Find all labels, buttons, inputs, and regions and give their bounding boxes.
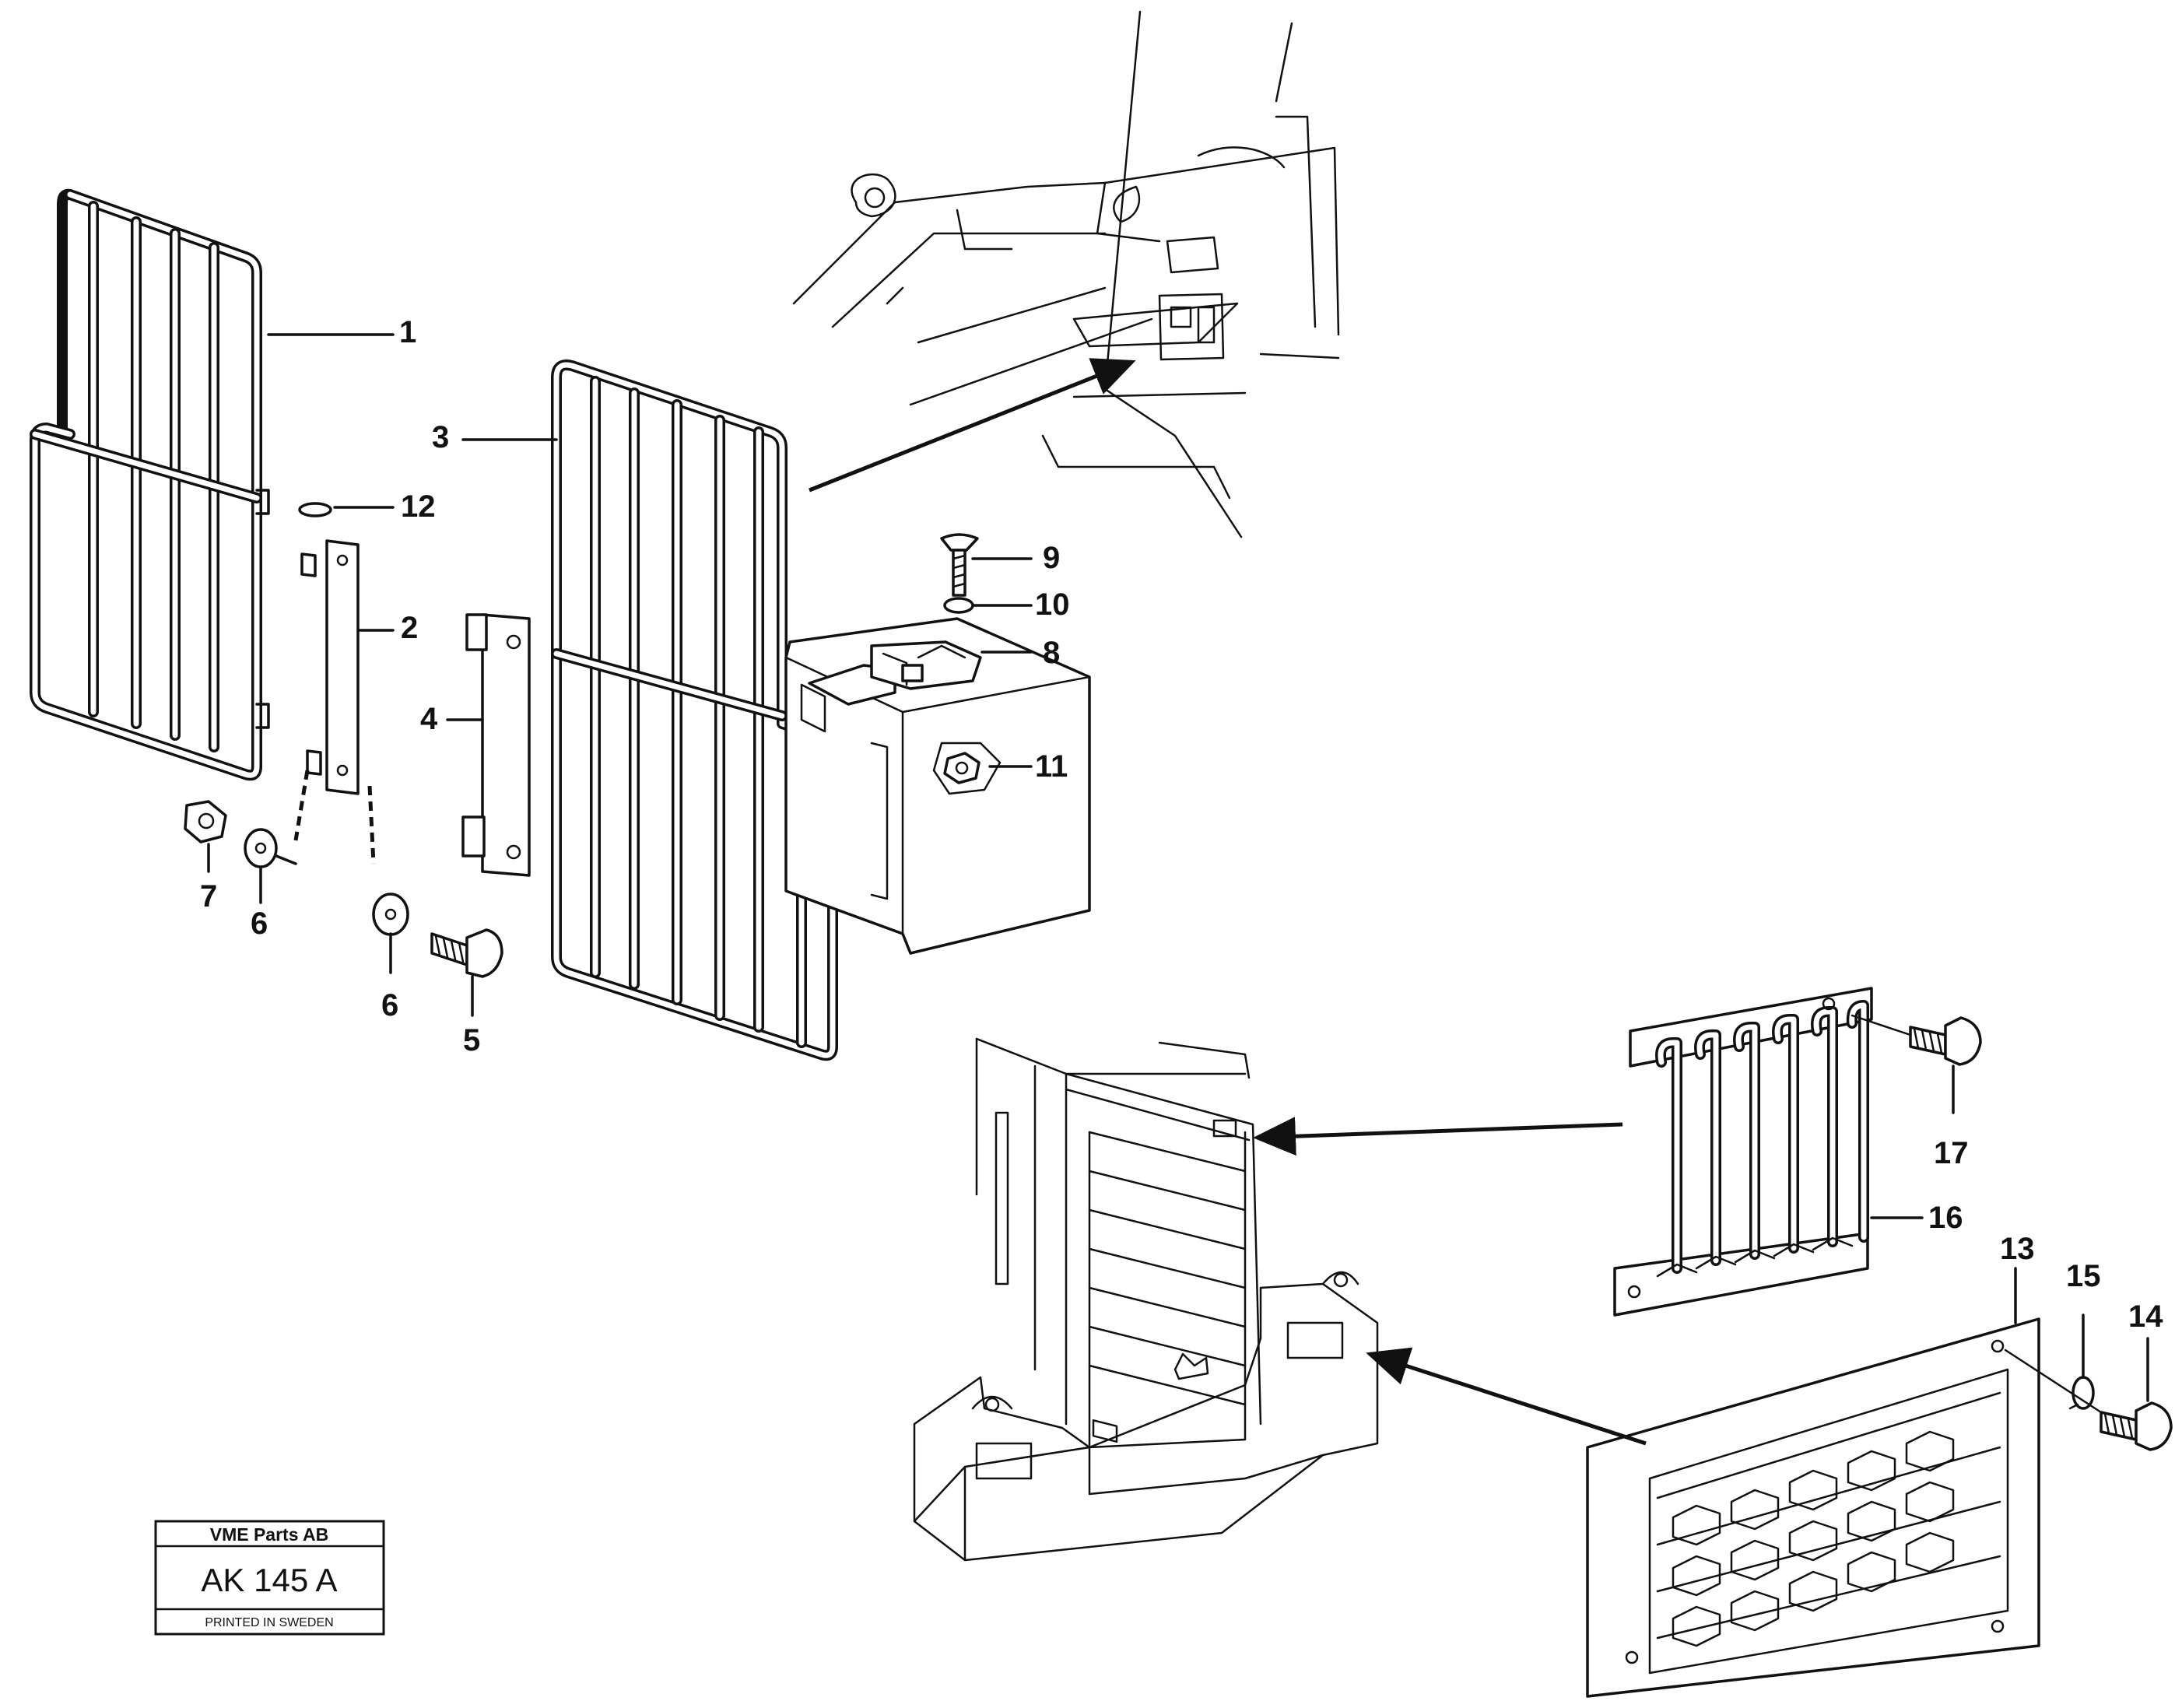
door-grille-part-1 — [30, 188, 395, 781]
callout-3: 3 — [432, 420, 449, 454]
callout-6-right: 6 — [381, 988, 398, 1022]
hinge-plate-part-4 — [446, 613, 531, 877]
washer-part-12 — [298, 502, 395, 517]
stamp-drawing-code: AK 145 A — [201, 1562, 337, 1598]
rear-counterweight-illustration — [913, 1037, 1379, 1562]
callout-2: 2 — [401, 611, 418, 645]
grille-part-16 — [1253, 987, 1924, 1317]
stamp-footer: PRINTED IN SWEDEN — [205, 1616, 333, 1629]
screw-part-9 — [940, 533, 1033, 597]
stamp-company-name: VME Parts AB — [210, 1524, 329, 1545]
callout-9: 9 — [1043, 541, 1060, 575]
callout-5: 5 — [463, 1023, 480, 1057]
callout-1: 1 — [399, 315, 416, 349]
callout-10: 10 — [1035, 587, 1070, 622]
callout-8: 8 — [1043, 636, 1060, 670]
washer-part-6-left — [244, 828, 297, 904]
callout-16: 16 — [1928, 1201, 1963, 1235]
mesh-grille-part-13 — [1366, 1267, 2040, 1698]
nut-part-7 — [184, 800, 227, 873]
title-stamp: VME Parts AB AK 145 A PRINTED IN SWEDEN — [154, 1520, 385, 1636]
callout-13: 13 — [2000, 1232, 2035, 1266]
callout-14: 14 — [2128, 1299, 2163, 1334]
bolt-part-14 — [2004, 1337, 2173, 1451]
callout-7: 7 — [200, 879, 217, 914]
hinge-bar-part-2 — [293, 539, 395, 865]
storage-box — [784, 617, 1091, 955]
washer-part-15 — [2068, 1313, 2095, 1410]
callout-6-left: 6 — [251, 907, 268, 941]
callout-17: 17 — [1934, 1136, 1969, 1170]
callout-11: 11 — [1035, 749, 1068, 784]
machine-body-illustration — [792, 10, 1340, 538]
washer-part-6-right — [372, 893, 409, 974]
callout-15: 15 — [2066, 1259, 2101, 1293]
callout-4: 4 — [420, 702, 438, 736]
callout-12: 12 — [401, 489, 436, 524]
callout-labels: 1 2 3 4 5 6 6 7 8 9 10 11 12 13 14 15 16… — [200, 315, 2163, 1334]
latch-part-8 — [808, 640, 1033, 706]
bolt-part-5 — [430, 928, 503, 1017]
washer-part-10 — [943, 597, 1033, 614]
bolt-part-17 — [1851, 1014, 1982, 1114]
nut-part-11 — [932, 742, 1033, 795]
